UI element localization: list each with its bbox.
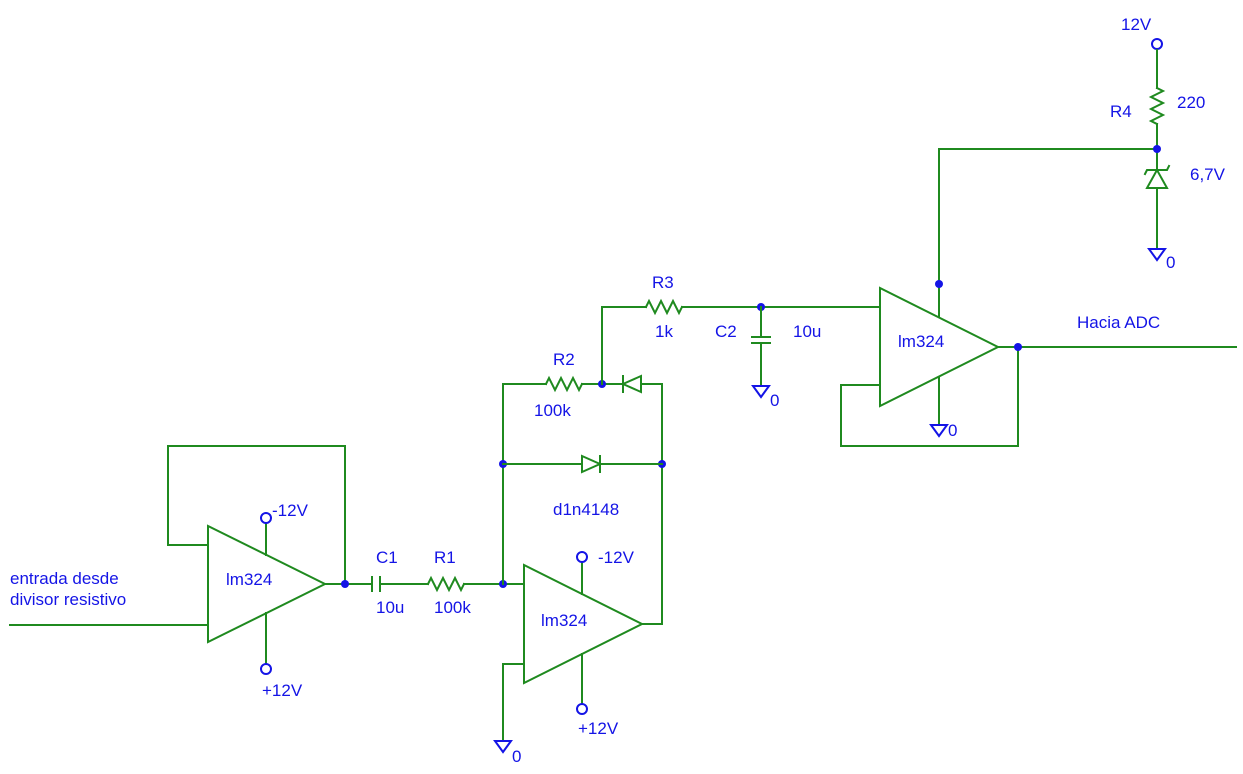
opamp-1-label: lm324 xyxy=(226,570,272,589)
zener-value: 6,7V xyxy=(1190,165,1226,184)
opamp-2-noninv-wire xyxy=(502,663,525,741)
zener-triangle xyxy=(1145,167,1169,189)
junction-op3-supply xyxy=(935,280,943,288)
opamp-3-ground-symbol xyxy=(929,424,949,438)
opamp-3-label: lm324 xyxy=(898,332,944,351)
r2-value: 100k xyxy=(534,401,571,420)
diode-model-label: d1n4148 xyxy=(553,500,619,519)
junction-op1-out xyxy=(341,580,349,588)
junction-zener xyxy=(1153,145,1161,153)
opamp-2-neg-supply-terminal xyxy=(576,551,588,563)
opamp-2-ground-symbol xyxy=(493,740,513,754)
wire-to-r3 xyxy=(601,306,647,385)
opamp-2-ground-label: 0 xyxy=(512,747,521,766)
zener-ground-label: 0 xyxy=(1166,253,1175,272)
diode-d2: d1n4148 xyxy=(502,454,663,519)
opamp-2-pos-supply-terminal xyxy=(576,703,588,715)
r4-zigzag xyxy=(1148,86,1166,126)
r2-ref: R2 xyxy=(553,350,575,369)
r4-value: 220 xyxy=(1177,93,1205,112)
d2-anode-triangle xyxy=(581,454,603,474)
c2-ref: C2 xyxy=(715,322,737,341)
r1-zigzag xyxy=(426,575,466,593)
r1-ref: R1 xyxy=(434,548,456,567)
c1-ref: C1 xyxy=(376,548,398,567)
opamp-1-feedback xyxy=(167,445,346,585)
c1-value: 10u xyxy=(376,598,404,617)
opamp-1-pos-supply-terminal xyxy=(260,663,272,675)
output-label: Hacia ADC xyxy=(1077,313,1160,332)
resistor-r2: R2 100k xyxy=(502,350,624,420)
zener-ground-symbol xyxy=(1147,248,1167,262)
opamp-3-feedback xyxy=(840,346,1019,447)
resistor-r4: R4 220 xyxy=(1110,86,1205,126)
r4-ref: R4 xyxy=(1110,102,1132,121)
supply-terminal: 12V xyxy=(1121,15,1163,50)
wire-op2-out xyxy=(641,383,663,625)
supply-label: 12V xyxy=(1121,15,1152,34)
supply-terminal-circle xyxy=(1151,38,1163,50)
d1-anode-triangle xyxy=(620,374,642,394)
capacitor-c2: 0 C2 10u xyxy=(715,306,821,410)
diode-d1 xyxy=(620,374,663,394)
opamp-1-neg-supply-terminal xyxy=(260,512,272,524)
c2-ground-symbol xyxy=(751,385,771,399)
opamp-3: lm324 0 xyxy=(840,148,1158,447)
c2-ground-label: 0 xyxy=(770,391,779,410)
r3-zigzag xyxy=(644,298,684,316)
r3-value: 1k xyxy=(655,322,673,341)
opamp-3-supply-wire xyxy=(938,148,1158,318)
opamp-2-neg-supply-label: -12V xyxy=(598,548,635,567)
input-label: entrada desde divisor resistivo xyxy=(10,569,126,609)
input-label-line1: entrada desde xyxy=(10,569,119,588)
r3-ref: R3 xyxy=(652,273,674,292)
opamp-1-neg-supply-label: -12V xyxy=(272,501,309,520)
r1-value: 100k xyxy=(434,598,471,617)
input-label-line2: divisor resistivo xyxy=(10,590,126,609)
opamp-1-pos-supply-label: +12V xyxy=(262,681,303,700)
opamp-1: lm324 -12V +12V xyxy=(167,445,346,700)
opamp-2-pos-supply-label: +12V xyxy=(578,719,619,738)
junction-op3-out xyxy=(1014,343,1022,351)
zener-diode: 0 6,7V xyxy=(1143,164,1226,272)
r2-zigzag xyxy=(544,375,584,393)
opamp-2: lm324 0 -12V +12V xyxy=(493,548,645,766)
capacitor-c1: C1 10u xyxy=(371,548,404,617)
c2-value: 10u xyxy=(793,322,821,341)
resistor-r3: R3 1k xyxy=(644,273,684,341)
opamp-3-ground-label: 0 xyxy=(948,421,957,440)
opamp-2-label: lm324 xyxy=(541,611,587,630)
resistor-r1: R1 100k xyxy=(426,548,471,617)
